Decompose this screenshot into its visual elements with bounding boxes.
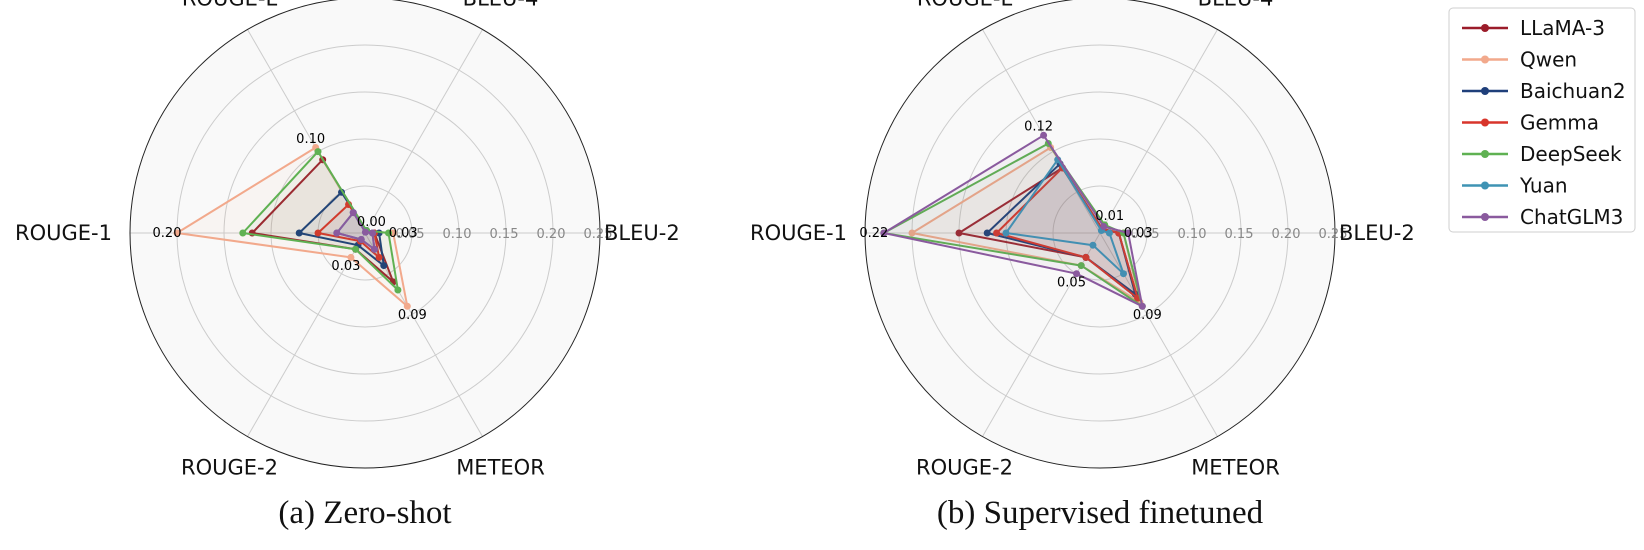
annotation-bleu-2: 0.03 [1124,226,1153,241]
annotation-rouge-1: 0.22 [859,226,888,241]
axis-label-rouge-2: ROUGE-2 [916,456,1013,480]
series-gemma-point-rouge-1 [314,229,322,237]
series-yuan-point-meteor [1120,270,1127,278]
radial-tick-label: 0.15 [1225,227,1254,242]
series-yuan-point-rouge-1 [1002,229,1010,237]
axis-spoke-rouge-l [982,29,1101,234]
legend-label-qwen: Qwen [1520,48,1577,72]
axis-label-rouge-l: ROUGE-L [182,0,278,10]
annotation-bleu-4: 0.01 [1095,209,1124,224]
series-chatglm3-point-rouge-1 [333,229,341,237]
series-chatglm3-point-bleu-4 [361,228,369,236]
axis-label-rouge-1: ROUGE-1 [15,221,112,245]
series-chatglm3-point-meteor [1138,302,1146,310]
radial-tick-label: 0.20 [1272,227,1301,242]
legend-label-yuan: Yuan [1519,174,1568,198]
series-deepseek-point-rouge-l [314,148,322,156]
series-chatglm3-point-rouge-1 [880,229,888,237]
series-chatglm3-point-rouge-l [1040,131,1048,139]
series-chatglm3-point-bleu-4 [1100,222,1108,230]
axis-label-bleu-2: BLEU-2 [604,221,680,245]
legend-marker-gemma [1481,118,1489,127]
series-deepseek-point-rouge-2 [1077,262,1085,270]
series-qwen-point-rouge-1 [173,229,181,237]
axis-spoke-bleu-4 [364,29,483,234]
series-qwen-point-rouge-2 [347,253,355,261]
axis-label-meteor: METEOR [456,456,545,480]
caption-supervised-finetuned: (b) Supervised finetuned [937,495,1264,531]
annotation-rouge-l: 0.10 [296,132,325,147]
axis-label-rouge-2: ROUGE-2 [181,456,278,480]
caption-zero-shot: (a) Zero-shot [278,495,451,531]
annotation-meteor: 0.09 [398,308,427,323]
series-gemma-point-rouge-2 [1082,253,1090,261]
series-llama-3-point-rouge-1 [955,229,963,237]
axis-label-meteor: METEOR [1191,456,1280,480]
annotation-bleu-2: 0.03 [389,226,418,241]
series-chatglm3-point-rouge-2 [1073,270,1080,278]
legend-marker-yuan [1481,181,1489,190]
outer-ring [129,0,601,469]
series-chatglm3-point-rouge-2 [357,236,365,244]
outer-ring [864,0,1336,469]
series-deepseek-point-rouge-1 [239,229,247,237]
series-chatglm3-point-bleu-2 [369,229,377,237]
radial-tick-label: 0.15 [490,227,519,242]
series-baichuan2-point-rouge-1 [295,229,303,237]
axis-label-bleu-4: BLEU-4 [463,0,539,10]
series-deepseek-point-bleu-2 [385,229,392,237]
legend-frame [1448,7,1636,233]
axis-spoke-rouge-2 [247,232,366,437]
axis-label-bleu-4: BLEU-4 [1198,0,1274,10]
radial-tick-label: 0.10 [443,227,472,242]
annotation-meteor: 0.09 [1133,308,1162,323]
axis-label-rouge-1: ROUGE-1 [750,221,847,245]
annotation-rouge-l: 0.12 [1024,120,1053,135]
annotation-rouge-2: 0.03 [331,259,360,274]
radial-tick-label: 0.05 [1131,227,1160,242]
axis-label-rouge-l: ROUGE-L [917,0,1013,10]
annotation-bleu-4: 0.00 [357,215,386,230]
annotation-rouge-1: 0.20 [153,226,182,241]
legend-marker-chatglm3 [1481,213,1489,221]
supervised-radar-panel: 0.05 0.10 0.15 0.20 0.25 0.030.01 0.12 0.22 0.05… [750,0,1415,480]
series-gemma-point-rouge-1 [993,229,1001,237]
legend-label-baichuan2: Baichuan2 [1520,79,1626,103]
legend-label-deepseek: DeepSeek [1520,142,1622,166]
series-yuan-point-rouge-2 [1089,241,1097,249]
series-yuan-point-bleu-2 [1105,229,1113,237]
series-deepseek-point-meteor [394,286,402,294]
series-baichuan2-point-meteor [380,262,388,270]
axis-spoke-meteor [1099,232,1218,437]
series-gemma-point-meteor [375,253,383,261]
legend-label-llama-3: LLaMA-3 [1520,16,1605,40]
series-qwen-point-rouge-1 [908,229,916,237]
radial-tick-label: 0.10 [1178,227,1207,242]
annotation-rouge-2: 0.05 [1057,275,1086,290]
series-qwen-point-meteor [403,302,411,310]
legend-marker-qwen [1481,55,1489,64]
legend-marker-deepseek [1481,150,1489,158]
axis-label-bleu-2: BLEU-2 [1339,221,1415,245]
axis-spoke-bleu-4 [1099,29,1218,234]
series-chatglm3-point-bleu-2 [1124,229,1132,237]
radial-tick-label: 0.25 [1319,227,1348,242]
series-chatglm3-point-meteor [370,245,378,253]
legend-label-chatglm3: ChatGLM3 [1520,205,1623,229]
legend: LLaMA-3QwenBaichuan2GemmaDeepSeekYuanCha… [1448,7,1636,233]
legend-label-gemma: Gemma [1520,111,1599,135]
legend-marker-baichuan2 [1481,87,1489,95]
radial-tick-label: 0.20 [537,227,566,242]
series-deepseek-point-rouge-2 [352,245,360,253]
legend-marker-llama-3 [1481,24,1489,32]
radial-tick-label: 0.05 [396,227,425,242]
radial-tick-label: 0.25 [584,227,613,242]
series-baichuan2-point-rouge-1 [983,229,991,237]
series-chatglm3-point-rouge-l [349,209,357,217]
